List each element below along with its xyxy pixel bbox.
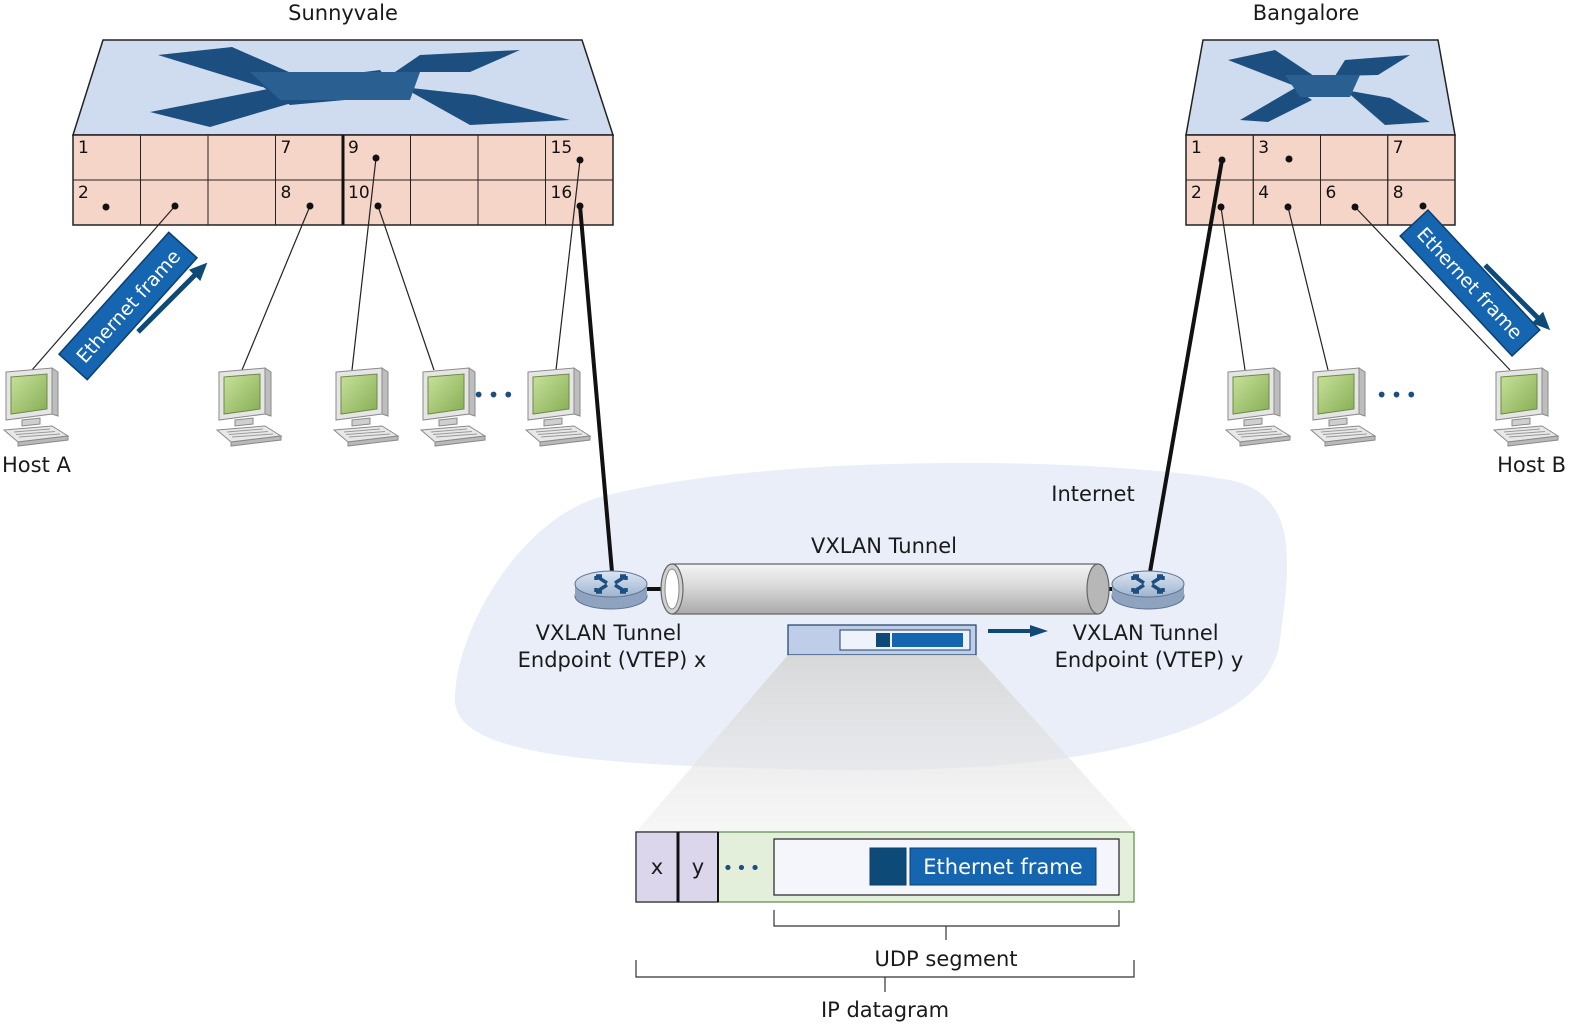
vtep-y-router-icon [1110, 569, 1186, 611]
site-label-sunnyvale: Sunnyvale [288, 1, 398, 25]
port-number-label: 8 [1393, 183, 1404, 203]
host-b-label: Host B [1497, 453, 1566, 477]
ethernet-frame-badge-right: Ethernet frame [1399, 209, 1541, 357]
ethernet-frame-label: Ethernet frame [923, 855, 1082, 879]
port-number-label: 8 [281, 183, 292, 203]
host-a-computer-icon [3, 367, 69, 447]
zoom-beam [636, 655, 1136, 832]
host-computers [3, 367, 1559, 447]
computer-icon [1310, 367, 1376, 447]
port-number-label: 3 [1258, 138, 1269, 158]
svg-text:Ethernet frame: Ethernet frame [72, 246, 185, 368]
port-number-label: 9 [348, 138, 359, 158]
switch-x-icon [1228, 50, 1430, 125]
ip-bracket [635, 960, 1135, 992]
port-number-label: 6 [1326, 183, 1337, 203]
port-number-label: 2 [78, 183, 89, 203]
computer-icon [216, 367, 282, 447]
header-y: y [692, 855, 704, 879]
ellipsis-left: ••• [473, 383, 517, 407]
computer-icon [1225, 367, 1291, 447]
vtep-x-router-icon [573, 569, 649, 611]
host-cables [31, 157, 1511, 371]
udp-segment-label: UDP segment [875, 947, 1018, 971]
internet-label: Internet [1051, 482, 1134, 506]
site-label-bangalore: Bangalore [1253, 1, 1360, 25]
port-number-label: 10 [348, 183, 370, 203]
ip-datagram: x y ••• Ethernet frame [635, 831, 1135, 903]
port-number-label: 1 [1191, 138, 1202, 158]
port-number-label: 15 [551, 138, 573, 158]
bangalore-switch [1185, 39, 1456, 226]
vxlan-tunnel-pipe [660, 563, 1110, 615]
vtep-y-label: VXLAN Tunnel Endpoint (VTEP) y [1055, 621, 1244, 672]
arrow-icon [988, 625, 1048, 637]
packet-in-flight [787, 624, 977, 656]
computer-icon [333, 367, 399, 447]
switch-x-icon [150, 47, 570, 127]
host-a-label: Host A [2, 453, 71, 477]
port-number-label: 16 [551, 183, 573, 203]
port-number-label: 1 [78, 138, 89, 158]
header-x: x [651, 855, 663, 879]
vtep-x-label: VXLAN Tunnel Endpoint (VTEP) x [518, 621, 707, 672]
port-number-label: 4 [1258, 183, 1269, 203]
port-dots [102, 154, 1427, 211]
port-number-label: 2 [1191, 183, 1202, 203]
ethernet-frame-box [909, 847, 1097, 886]
arrow-icon [136, 262, 208, 334]
packet-dots: ••• [723, 858, 764, 879]
host-b-computer-icon [1493, 367, 1559, 447]
internet-cloud [455, 462, 1288, 771]
computer-icon [420, 367, 486, 447]
tunnel-label: VXLAN Tunnel [811, 534, 957, 558]
port-number-label: 7 [281, 138, 292, 158]
arrow-icon [1483, 263, 1551, 331]
udp-bracket [773, 910, 1120, 940]
ip-datagram-label: IP datagram [821, 998, 949, 1022]
port-number-label: 7 [1393, 138, 1404, 158]
uplink-cables [578, 159, 1224, 573]
sunnyvale-switch [71, 39, 615, 226]
ellipsis-right: ••• [1376, 383, 1420, 407]
svg-text:Ethernet frame: Ethernet frame [1412, 223, 1526, 343]
computer-icon [525, 367, 591, 447]
switch-port-cell [545, 179, 614, 226]
ethernet-frame-badge-left: Ethernet frame [57, 231, 199, 381]
